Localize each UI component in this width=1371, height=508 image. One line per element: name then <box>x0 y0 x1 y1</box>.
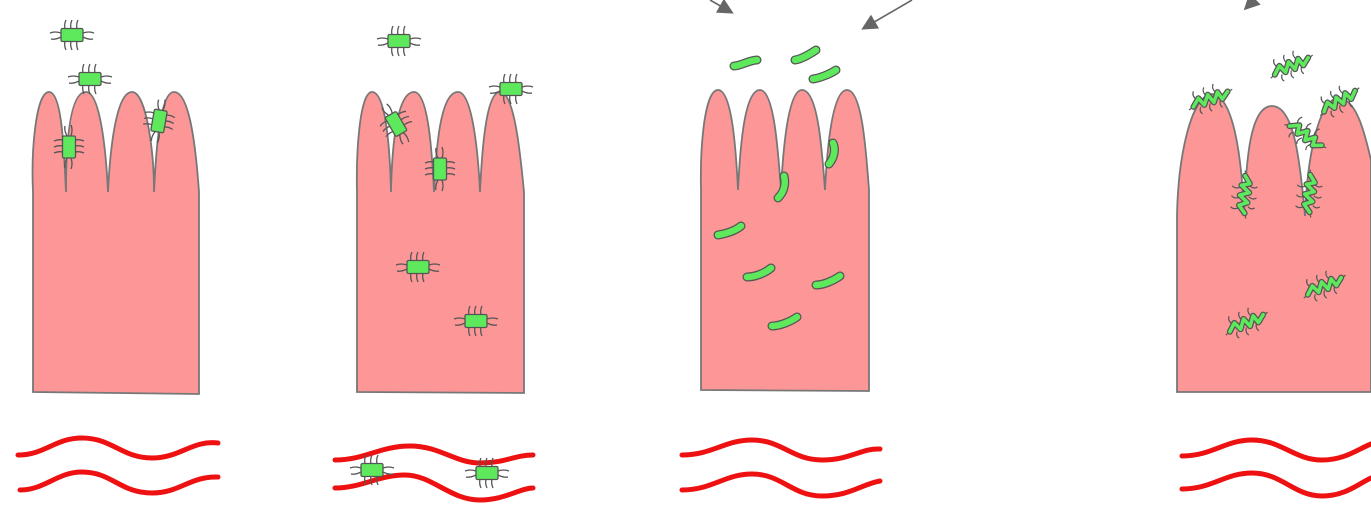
intestinal-tissue <box>701 90 869 391</box>
panel-2 <box>335 26 533 500</box>
arrows <box>710 0 1254 28</box>
intestinal-tissue <box>357 92 524 393</box>
spiral-bacterium <box>1265 46 1318 85</box>
panel-4 <box>1177 46 1371 496</box>
blood-vessel <box>682 440 880 496</box>
blood-vessel <box>1182 440 1371 496</box>
piliated-bacterium <box>68 64 112 94</box>
panel-3 <box>682 50 880 496</box>
piliated-bacterium <box>377 26 421 56</box>
piliated-bacterium <box>50 20 94 50</box>
intestinal-tissue <box>33 92 199 394</box>
panel-1 <box>18 20 218 493</box>
arrow-far-right <box>1246 0 1254 8</box>
arrow-left <box>710 0 731 12</box>
arrow-right <box>864 0 912 28</box>
blood-vessel <box>18 438 218 493</box>
intestinal-tissue <box>1177 94 1371 392</box>
